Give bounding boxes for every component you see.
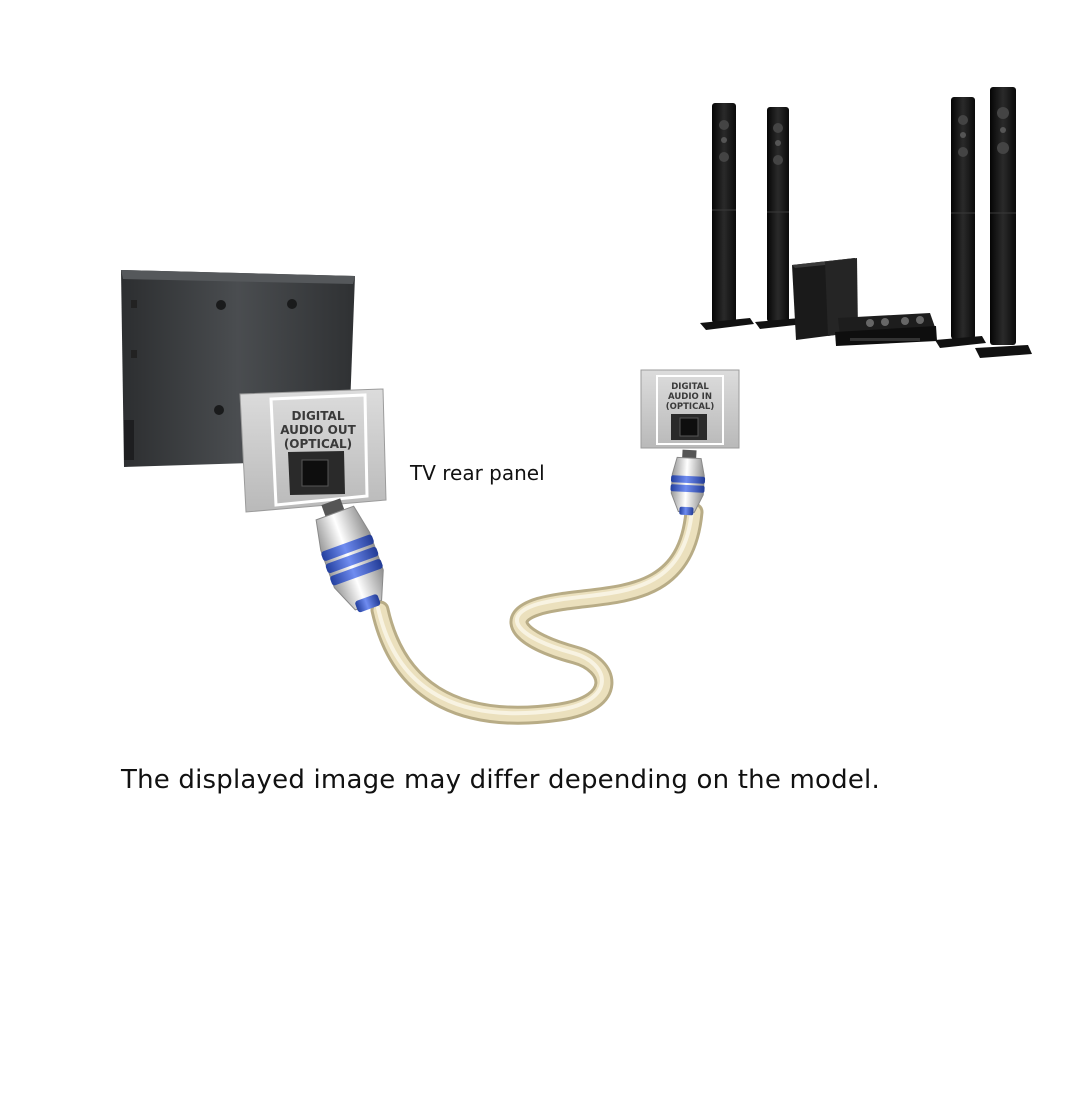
model-disclaimer-caption: The displayed image may differ depending… xyxy=(121,765,880,795)
ht-port-label-line3: (OPTICAL) xyxy=(666,402,715,412)
optical-cable-illustration xyxy=(315,449,706,725)
tv-port-label-line1: DIGITAL xyxy=(292,409,345,423)
tower-speaker-icon xyxy=(935,97,986,348)
tower-speaker-icon xyxy=(975,87,1032,358)
tv-port-label-line3: (OPTICAL) xyxy=(284,437,352,451)
tv-rear-panel-label: TV rear panel xyxy=(410,461,545,485)
receiver-icon xyxy=(835,313,937,346)
tv-port-label-line2: AUDIO OUT xyxy=(280,423,356,437)
ht-port-label-line2: AUDIO IN xyxy=(668,392,712,402)
ht-port-label-line1: DIGITAL xyxy=(671,382,709,392)
tv-optical-out-port: DIGITAL AUDIO OUT (OPTICAL) xyxy=(239,388,387,513)
home-theater-optical-in-port: DIGITAL AUDIO IN (OPTICAL) xyxy=(640,369,740,449)
home-theater-system-illustration xyxy=(700,87,1032,358)
tower-speaker-icon xyxy=(755,107,804,329)
tower-speaker-icon xyxy=(700,103,754,330)
subwoofer-icon xyxy=(792,258,858,340)
